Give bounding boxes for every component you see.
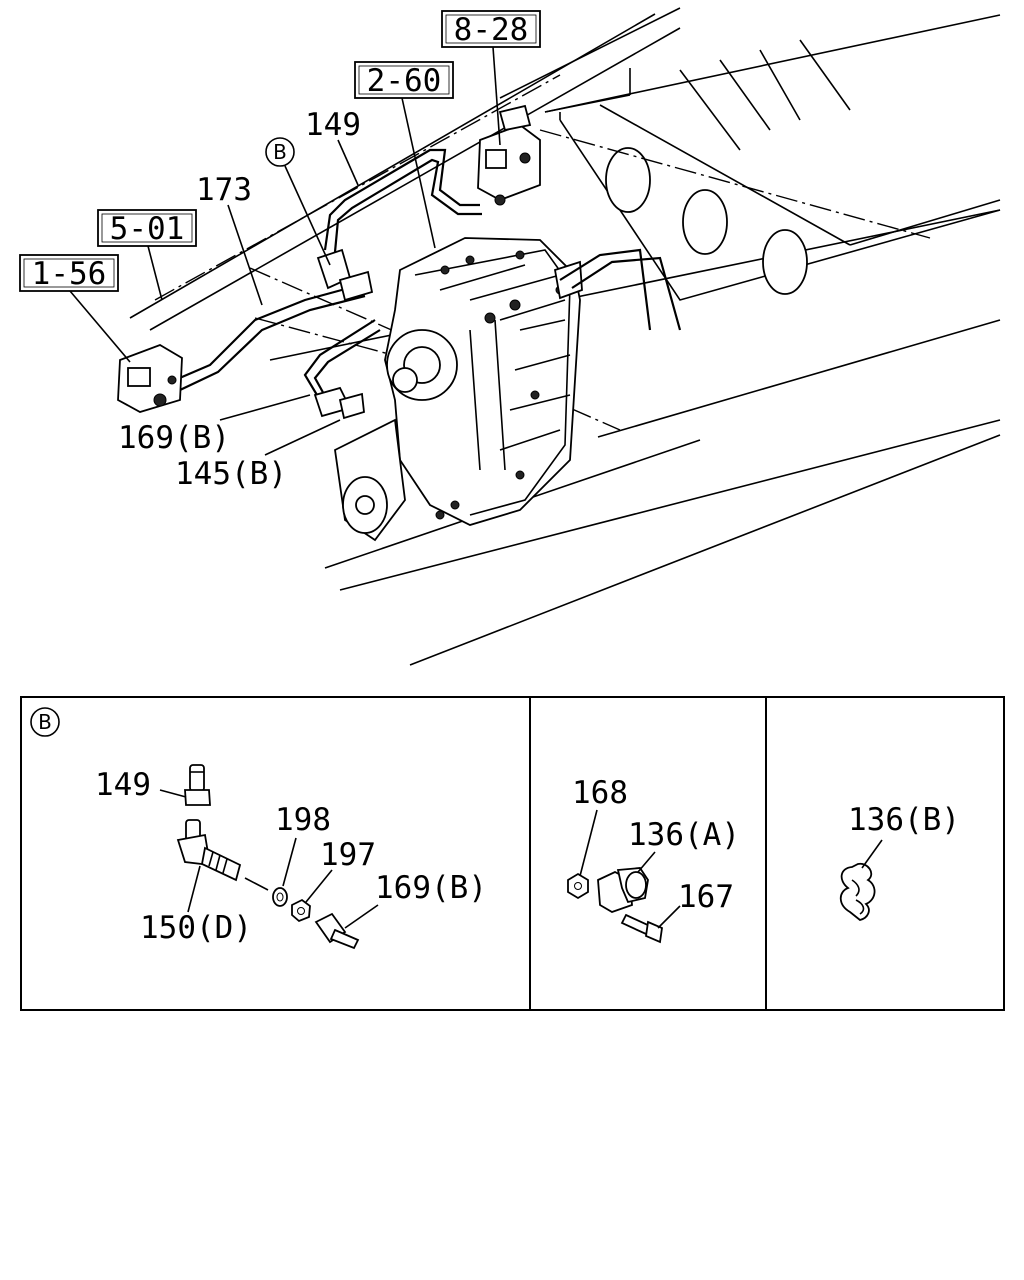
- callout-145b: 145(B): [175, 456, 287, 492]
- detail-b-section: B 149 150(D) 198: [30, 707, 487, 950]
- callout-173: 173: [196, 172, 252, 208]
- ref-box-2-60[interactable]: 2-60: [354, 61, 454, 99]
- circle-b-marker: B: [265, 137, 295, 167]
- block-hole-3: [762, 229, 808, 295]
- detail-panel: [20, 696, 1005, 1011]
- detail-callout-169b: 169(B): [375, 870, 487, 906]
- part-136a[interactable]: [597, 867, 649, 913]
- part-169b[interactable]: [314, 912, 360, 950]
- part-197[interactable]: [291, 898, 311, 923]
- upper-fitting: [316, 248, 374, 302]
- detail-callout-149: 149: [95, 767, 151, 803]
- detail-clamp-section: 168 136(A) 167: [567, 775, 740, 944]
- upper-right-valve: [477, 104, 541, 206]
- detail-callout-168: 168: [572, 775, 628, 811]
- detail-b-marker: B: [30, 707, 60, 737]
- ref-box-8-28[interactable]: 8-28: [441, 10, 541, 48]
- part-136b[interactable]: [839, 862, 876, 921]
- part-150d[interactable]: [176, 819, 242, 882]
- svg-text:B: B: [273, 140, 287, 164]
- ref-1-56: 1-56: [32, 256, 107, 292]
- left-valve: [117, 344, 183, 413]
- ref-5-01: 5-01: [110, 211, 185, 247]
- part-167[interactable]: [620, 913, 663, 944]
- block-hole-1: [605, 147, 651, 213]
- callout-149: 149: [305, 107, 361, 143]
- ref-2-60: 2-60: [367, 63, 442, 99]
- part-198[interactable]: [272, 887, 288, 907]
- chassis-frame: [129, 7, 1001, 666]
- detail-callout-197: 197: [320, 837, 376, 873]
- svg-text:B: B: [38, 710, 52, 734]
- part-168[interactable]: [567, 872, 589, 900]
- ref-8-28: 8-28: [454, 12, 529, 48]
- detail-callout-167: 167: [678, 879, 734, 915]
- part-149[interactable]: [184, 764, 211, 806]
- detail-callout-136b: 136(B): [848, 802, 960, 838]
- detail-clip-section: 136(B): [839, 802, 960, 921]
- air-pipes: [174, 148, 682, 406]
- detail-callout-136a: 136(A): [628, 817, 740, 853]
- ref-box-5-01[interactable]: 5-01: [97, 209, 197, 247]
- block-hole-2: [682, 189, 728, 255]
- ref-box-1-56[interactable]: 1-56: [19, 254, 119, 292]
- detail-callout-150d: 150(D): [140, 910, 252, 946]
- transfer-case: [334, 237, 583, 542]
- detail-callout-198: 198: [275, 802, 331, 838]
- lower-fitting: [313, 386, 365, 420]
- callout-169b: 169(B): [118, 420, 230, 456]
